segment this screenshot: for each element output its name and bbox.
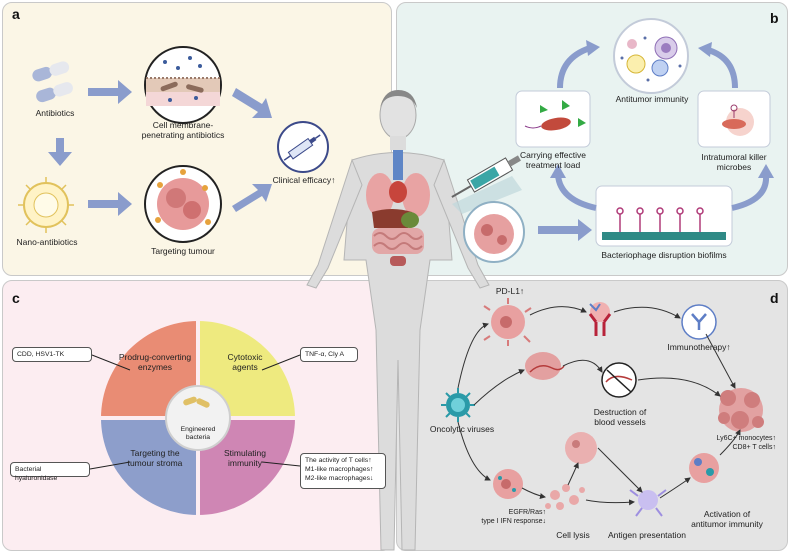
engineered-bacteria-label: Engineered bacteria: [180, 426, 216, 441]
tumour-cell-icon: [463, 201, 525, 263]
syringe-icon: [277, 121, 329, 173]
cell-lysis-icon: [545, 484, 585, 510]
oncolytic-viruses-label: Oncolytic viruses: [429, 424, 495, 434]
arrow-diag-up-icon: [232, 184, 272, 212]
panel-label-c: c: [12, 290, 20, 306]
stroma-quadrant: [101, 418, 198, 515]
ly6c-label: Ly6C+ monocytes↑ CD8+ T cells↑: [716, 435, 776, 451]
tnf-box: TNF-α, Cly A: [300, 347, 358, 362]
arrow-diag-down-icon: [232, 88, 272, 118]
immunity-quadrant: [198, 418, 295, 515]
capsule-icon: [32, 61, 73, 103]
panel-label-a: a: [12, 6, 20, 22]
cell-membrane-label: Cell membrane- penetrating antibiotics: [141, 120, 225, 140]
targeting-tumour-label: Targeting tumour: [151, 246, 215, 256]
tumour-cell-icon: [483, 298, 532, 346]
immunotherapy-icon: [681, 304, 717, 340]
bacteriophage-icon: [595, 185, 733, 247]
syringe-icon: [451, 155, 521, 198]
antigen-presentation-label: Antigen presentation: [608, 530, 686, 540]
bacteria-pie-chart: [101, 321, 295, 515]
antitumor-immunity-icon: [613, 18, 689, 94]
dendritic-cell-icon: [629, 489, 667, 517]
hyaluronidase-box: Bacterial hyaluronidase: [10, 462, 90, 482]
arrow-down-icon: [48, 138, 72, 166]
cdd-box: CDD, HSV1-TK: [12, 347, 92, 362]
enzymes-quadrant: [101, 321, 198, 418]
nano-antibiotics-label: Nano-antibiotics: [16, 237, 78, 247]
lysed-cell-icon: [565, 432, 597, 464]
intratumoral-label: Intratumoral killer microbes: [701, 152, 767, 172]
cell-lysis-label: Cell lysis: [556, 530, 590, 540]
antibody-icon: [588, 302, 612, 336]
cytotoxic-label: Cytotoxic agents: [227, 352, 263, 372]
panel-label-b: b: [770, 10, 779, 26]
virus-icon: [441, 388, 475, 422]
carrying-load-label: Carrying effective treatment load: [520, 150, 586, 170]
immunotherapy-label: Immunotherapy↑: [667, 342, 731, 352]
cytotoxic-quadrant: [198, 321, 295, 418]
stroma-label: Targeting the tumour stroma: [127, 448, 183, 468]
arrow-right-icon: [88, 192, 132, 216]
human-body-icon: [306, 90, 490, 551]
clinical-efficacy-label: Clinical efficacy↑: [272, 175, 336, 185]
killer-microbe-icon: [697, 90, 771, 148]
bacteriophage-label: Bacteriophage disruption biofilms: [601, 250, 727, 260]
carrying-load-icon: [515, 90, 591, 148]
tumour-mass-icon: [718, 388, 764, 432]
enzymes-label: Prodrug-converting enzymes: [118, 352, 192, 372]
arrow-right-icon: [88, 80, 132, 104]
egfr-cell-icon: [493, 469, 523, 499]
antibiotics-label: Antibiotics: [35, 108, 75, 118]
bacteria-icon: [183, 396, 210, 408]
blood-vessel-icon: [601, 362, 637, 398]
tumour-cell-icon: [144, 165, 222, 243]
activation-label: Activation of antitumor immunity: [691, 509, 763, 529]
tumour-cell-icon: [525, 352, 565, 380]
pdl1-label: PD-L1↑: [495, 286, 525, 296]
nanoparticle-icon: [18, 177, 74, 233]
cell-membrane-icon: [144, 46, 222, 124]
immunity-label: Stimulating immunity: [223, 448, 267, 468]
immune-activity-box: The activity of T cells↑ M1-like macroph…: [300, 453, 386, 489]
t-cell-cluster-icon: [689, 453, 719, 483]
egfr-label: EGFR/Ras↑ type I IFN response↓: [481, 509, 546, 525]
antitumor-immunity-label: Antitumor immunity: [615, 94, 689, 104]
panel-label-d: d: [770, 290, 779, 306]
destruction-label: Destruction of blood vessels: [593, 407, 647, 427]
